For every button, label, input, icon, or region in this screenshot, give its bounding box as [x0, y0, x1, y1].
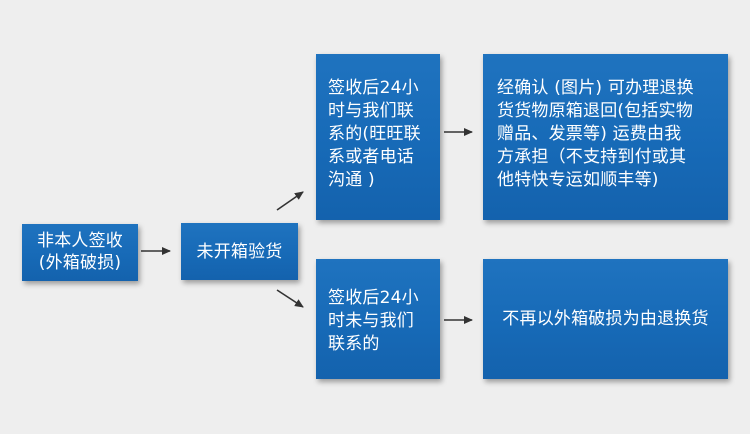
node-non-owner-signed-label: 非本人签收 (外箱破损) [37, 231, 123, 273]
arrow-unopened-to-contact [276, 191, 304, 211]
arrow-unopened-to-no-contact [276, 289, 304, 308]
node-return-denied: 不再以外箱破损为由退换货 [483, 259, 728, 379]
node-return-approved-label: 经确认 (图片) 可办理退换 货货物原箱退回(包括实物 赠品、发票等) 运费由我… [497, 78, 694, 190]
node-unopened-inspection: 未开箱验货 [181, 223, 298, 280]
node-no-contact-24h-label: 签收后24小 时未与我们 联系的 [328, 288, 419, 354]
node-no-contact-24h: 签收后24小 时未与我们 联系的 [316, 259, 440, 379]
node-return-denied-label: 不再以外箱破损为由退换货 [502, 309, 709, 329]
node-contact-within-24h: 签收后24小 时与我们联 系的(旺旺联 系或者电话 沟通 ) [316, 54, 440, 220]
node-unopened-inspection-label: 未开箱验货 [196, 241, 283, 262]
node-contact-within-24h-label: 签收后24小 时与我们联 系的(旺旺联 系或者电话 沟通 ) [328, 78, 421, 190]
node-return-approved: 经确认 (图片) 可办理退换 货货物原箱退回(包括实物 赠品、发票等) 运费由我… [483, 54, 728, 220]
node-non-owner-signed: 非本人签收 (外箱破损) [22, 224, 138, 281]
